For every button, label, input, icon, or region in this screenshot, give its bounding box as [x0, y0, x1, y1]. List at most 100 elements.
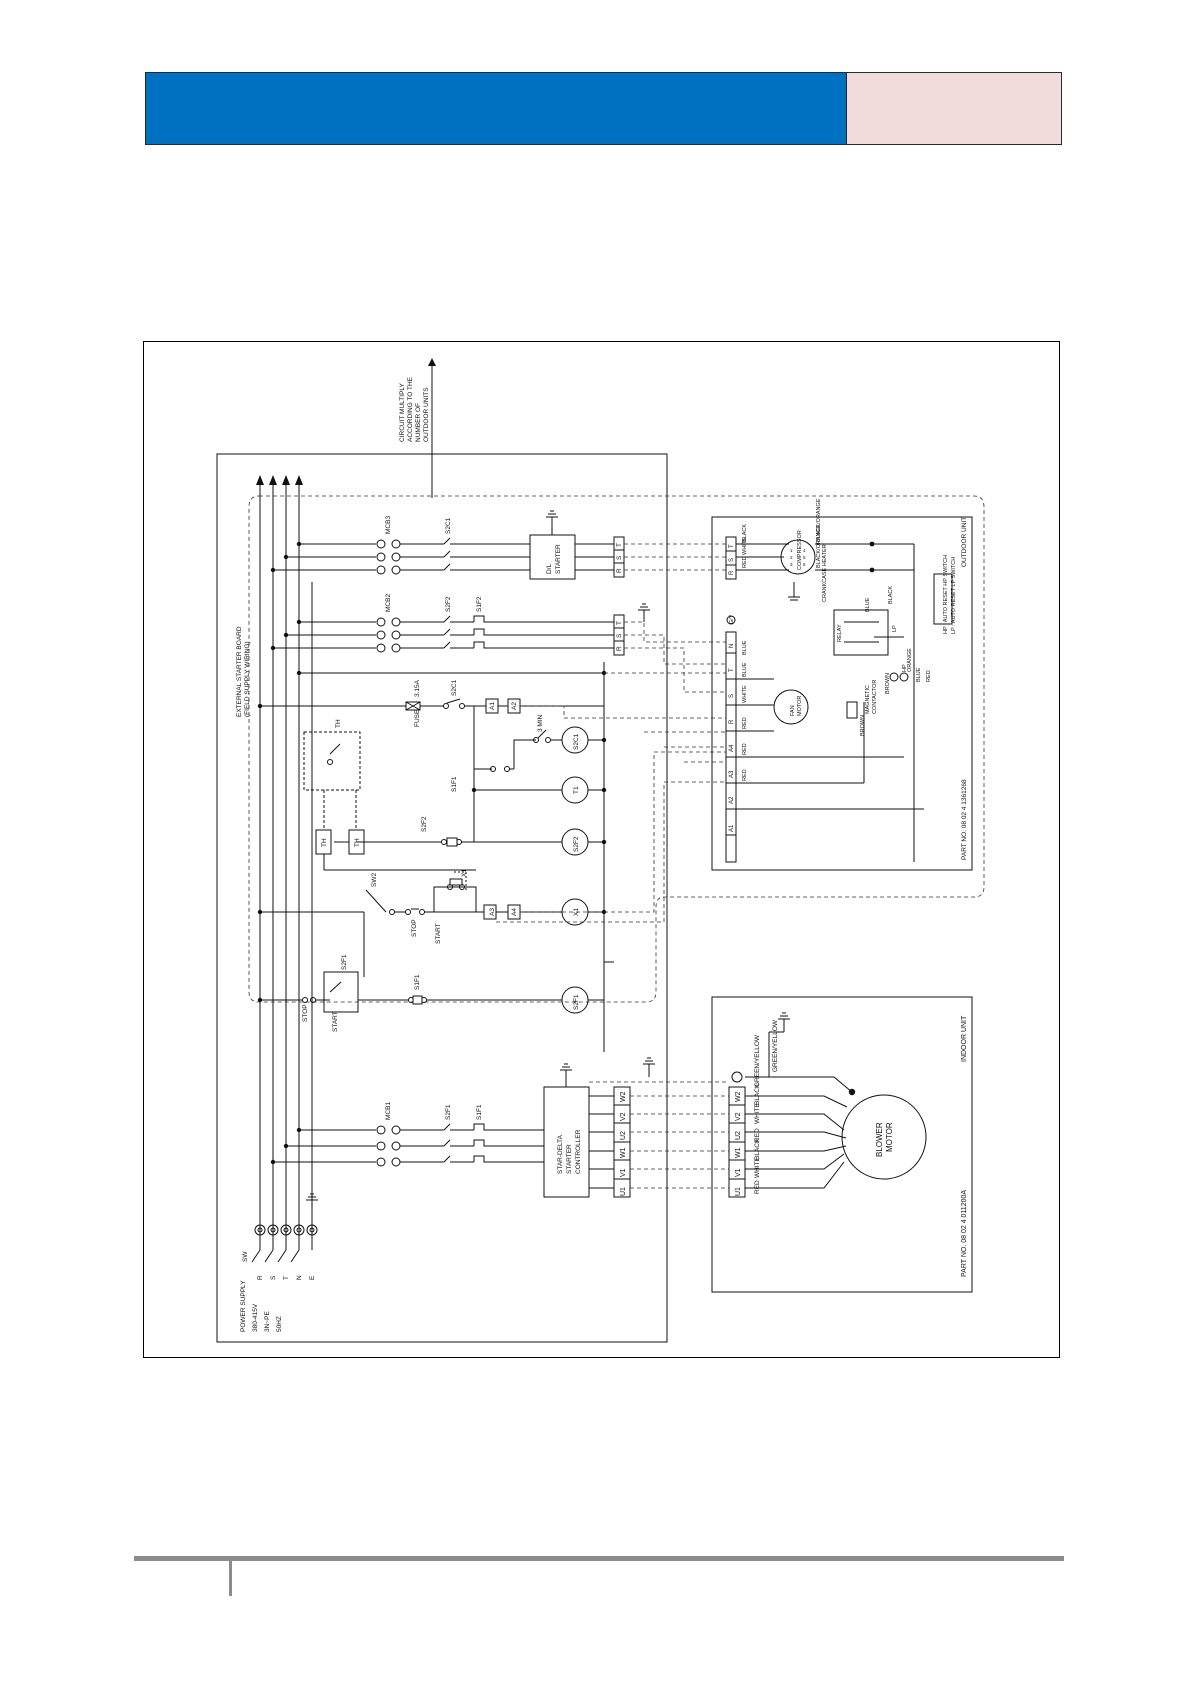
mcb1-label: MCB1 [385, 1102, 392, 1120]
svg-text:A4: A4 [511, 908, 518, 916]
indoor-unit-box [711, 996, 973, 1293]
svg-text:V1: V1 [620, 1168, 627, 1177]
svg-text:W2: W2 [620, 1091, 627, 1102]
svg-text:BLACK: BLACK [754, 1083, 761, 1105]
svg-text:A3: A3 [489, 908, 496, 916]
svg-text:RELAY: RELAY [837, 624, 843, 642]
s1f2-contact-label: S1F2 [476, 596, 483, 612]
svg-text:U1: U1 [735, 1187, 742, 1196]
power-supply-terminals [251, 1224, 318, 1263]
svg-text:T: T [729, 544, 735, 548]
phase-labels: R S T N E [257, 1275, 316, 1280]
svg-text:W2: W2 [735, 1091, 742, 1102]
outdoor-terminal-labels: R S T R S T N A4 A3 A2 A1 [729, 544, 735, 832]
svg-text:R: R [257, 1275, 264, 1280]
svg-text:RED: RED [742, 717, 748, 729]
svg-text:V2: V2 [620, 1112, 627, 1121]
svg-text:T: T [283, 1276, 290, 1280]
svg-text:COMPRESSOR: COMPRESSOR [797, 530, 803, 570]
svg-text:MAGNETIC CONTACTOR: MAGNETIC CONTACTOR [865, 680, 878, 714]
svg-text:3 MIN: 3 MIN [537, 714, 544, 732]
svg-text:S: S [616, 633, 623, 638]
indoor-terminal-labels: U1 V1 W1 U2 V2 W2 [735, 1091, 742, 1196]
svg-text:R: R [616, 646, 623, 651]
rst-terminal-labels-2: R S T [616, 621, 623, 651]
svg-text:RED: RED [742, 743, 748, 755]
svg-text:BLUE: BLUE [742, 640, 748, 655]
outdoor-unit-title: OUTDOOR UNIT [961, 517, 968, 567]
svg-text:5: 5 [803, 555, 806, 560]
svg-text:BROWN: BROWN [860, 715, 866, 736]
svg-text:BLUE: BLUE [916, 667, 922, 682]
svg-text:S2F2: S2F2 [573, 836, 580, 852]
svg-text:RED: RED [754, 1180, 761, 1194]
board-title: EXTERNAL STARTER BOARD (FIELD SUPPLY WIR… [236, 625, 251, 717]
svg-text:A4: A4 [729, 744, 735, 752]
svg-text:START: START [435, 923, 442, 944]
mcb1-branch [273, 1063, 631, 1198]
svg-text:S: S [729, 694, 735, 698]
outdoor-unit-box [711, 516, 973, 871]
svg-text:R: R [729, 719, 735, 724]
compressor-coil-marks: 1 2 3 4 5 6 [790, 548, 806, 567]
svg-text:T: T [616, 543, 623, 547]
svg-text:S: S [729, 558, 735, 562]
interconnect-wiring [496, 543, 729, 1189]
svg-text:RED: RED [754, 1128, 761, 1142]
field-wiring-boundary [248, 495, 985, 1003]
svg-text:GREEN/YELLOW: GREEN/YELLOW [754, 1034, 761, 1087]
svg-text:V1: V1 [735, 1168, 742, 1177]
svg-text:6: 6 [803, 562, 806, 567]
svg-text:S1F1: S1F1 [414, 974, 421, 990]
wiring-diagram-frame: CIRCUIT MULTIPLY ACCORDING TO THE NUMBER… [143, 341, 1060, 1358]
svg-text:BLACK/ORANGE: BLACK/ORANGE [816, 524, 822, 568]
supply-switch-label: SW [242, 1251, 249, 1262]
svg-text:BLUE: BLUE [865, 597, 871, 612]
svg-text:HP: HP [902, 664, 908, 672]
mcb2-junctions [270, 619, 302, 651]
svg-text:WHITE: WHITE [754, 1102, 761, 1124]
svg-text:LP: LP [892, 625, 898, 632]
svg-text:FAN MOTOR: FAN MOTOR [790, 696, 803, 716]
svg-text:W1: W1 [620, 1147, 627, 1158]
outdoor-junctions [869, 541, 875, 573]
svg-text:S1F1: S1F1 [451, 776, 458, 792]
svg-text:CRANKCASE HEATER: CRANKCASE HEATER [822, 544, 828, 602]
svg-text:T1: T1 [573, 786, 580, 794]
svg-text:TH: TH [354, 838, 361, 847]
mcb2-earth [638, 603, 650, 622]
svg-text:N: N [296, 1275, 303, 1280]
svg-text:T: T [729, 668, 735, 672]
s2f1-contact-label: S2F1 [445, 1104, 452, 1120]
svg-text:S: S [270, 1275, 277, 1280]
svg-text:R: R [616, 568, 623, 573]
svg-text:A1: A1 [729, 824, 735, 832]
svg-text:U2: U2 [735, 1131, 742, 1140]
indoor-unit-title: INDOOR UNIT [961, 1015, 968, 1062]
svg-text:START: START [332, 1011, 339, 1032]
svg-text:RED: RED [742, 769, 748, 781]
svg-text:BROWN: BROWN [885, 673, 891, 694]
svg-text:A2: A2 [511, 702, 518, 710]
earth-symbol [306, 1193, 318, 1214]
mcb1-junctions [270, 1127, 302, 1165]
svg-text:WHITE: WHITE [754, 1156, 761, 1178]
svg-text:4: 4 [803, 548, 806, 553]
svg-text:E: E [309, 1275, 316, 1280]
indoor-terminal-strip [728, 1071, 746, 1198]
power-supply-label: POWER SUPPLY 380-415V 3N~PE 50HZ [240, 1279, 283, 1332]
svg-text:A1: A1 [489, 702, 496, 710]
indoor-feed-earth [643, 1057, 655, 1077]
s2f2-contact-label: S2F2 [445, 596, 452, 612]
footer-rule [134, 1556, 1064, 1561]
wiring-diagram: CIRCUIT MULTIPLY ACCORDING TO THE NUMBER… [216, 358, 985, 1343]
s2c1-contact-label: S2C1 [445, 517, 452, 534]
svg-text:BLUE: BLUE [742, 662, 748, 677]
header-bar [145, 72, 847, 145]
svg-text:ORANGE: ORANGE [907, 648, 913, 672]
svg-text:T: T [616, 621, 623, 625]
circuit-multiply-note: CIRCUIT MULTIPLY ACCORDING TO THE NUMBER… [399, 375, 430, 442]
s1f1-contact-label: S1F1 [476, 1104, 483, 1120]
indoor-part-no: PART NO. 08 02 4 011200A [961, 1190, 968, 1277]
svg-text:W1: W1 [735, 1147, 742, 1158]
